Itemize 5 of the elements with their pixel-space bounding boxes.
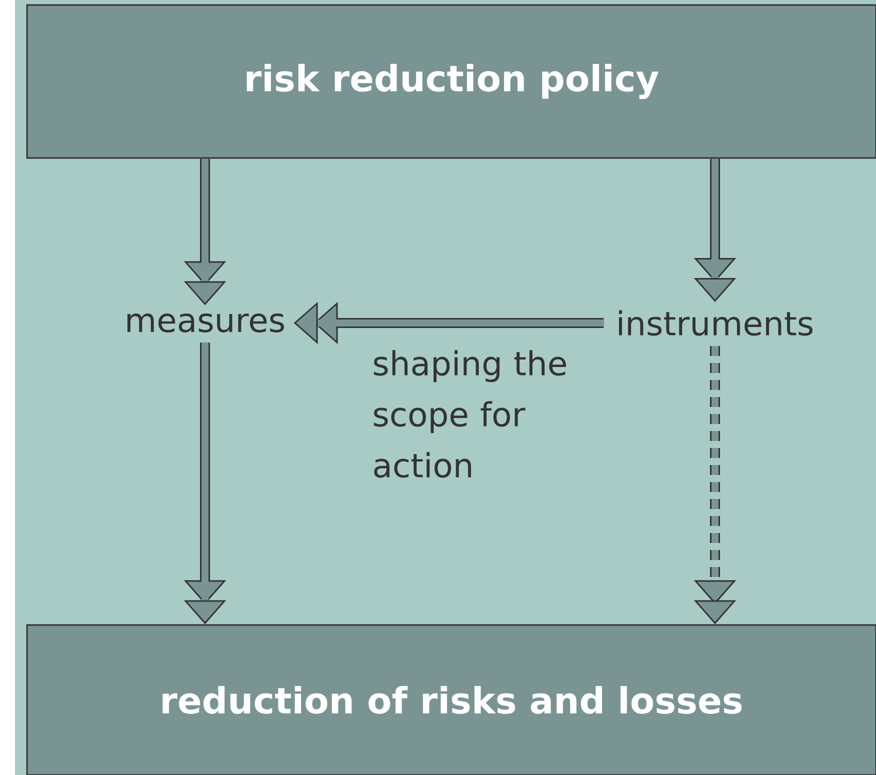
title-box: risk reduction policy — [26, 4, 876, 159]
edge-label: shaping the scope for action — [374, 350, 566, 478]
node-label: instruments — [619, 310, 812, 336]
node-label: measures — [127, 314, 284, 332]
title-box: reduction of risks and losses — [26, 624, 876, 775]
